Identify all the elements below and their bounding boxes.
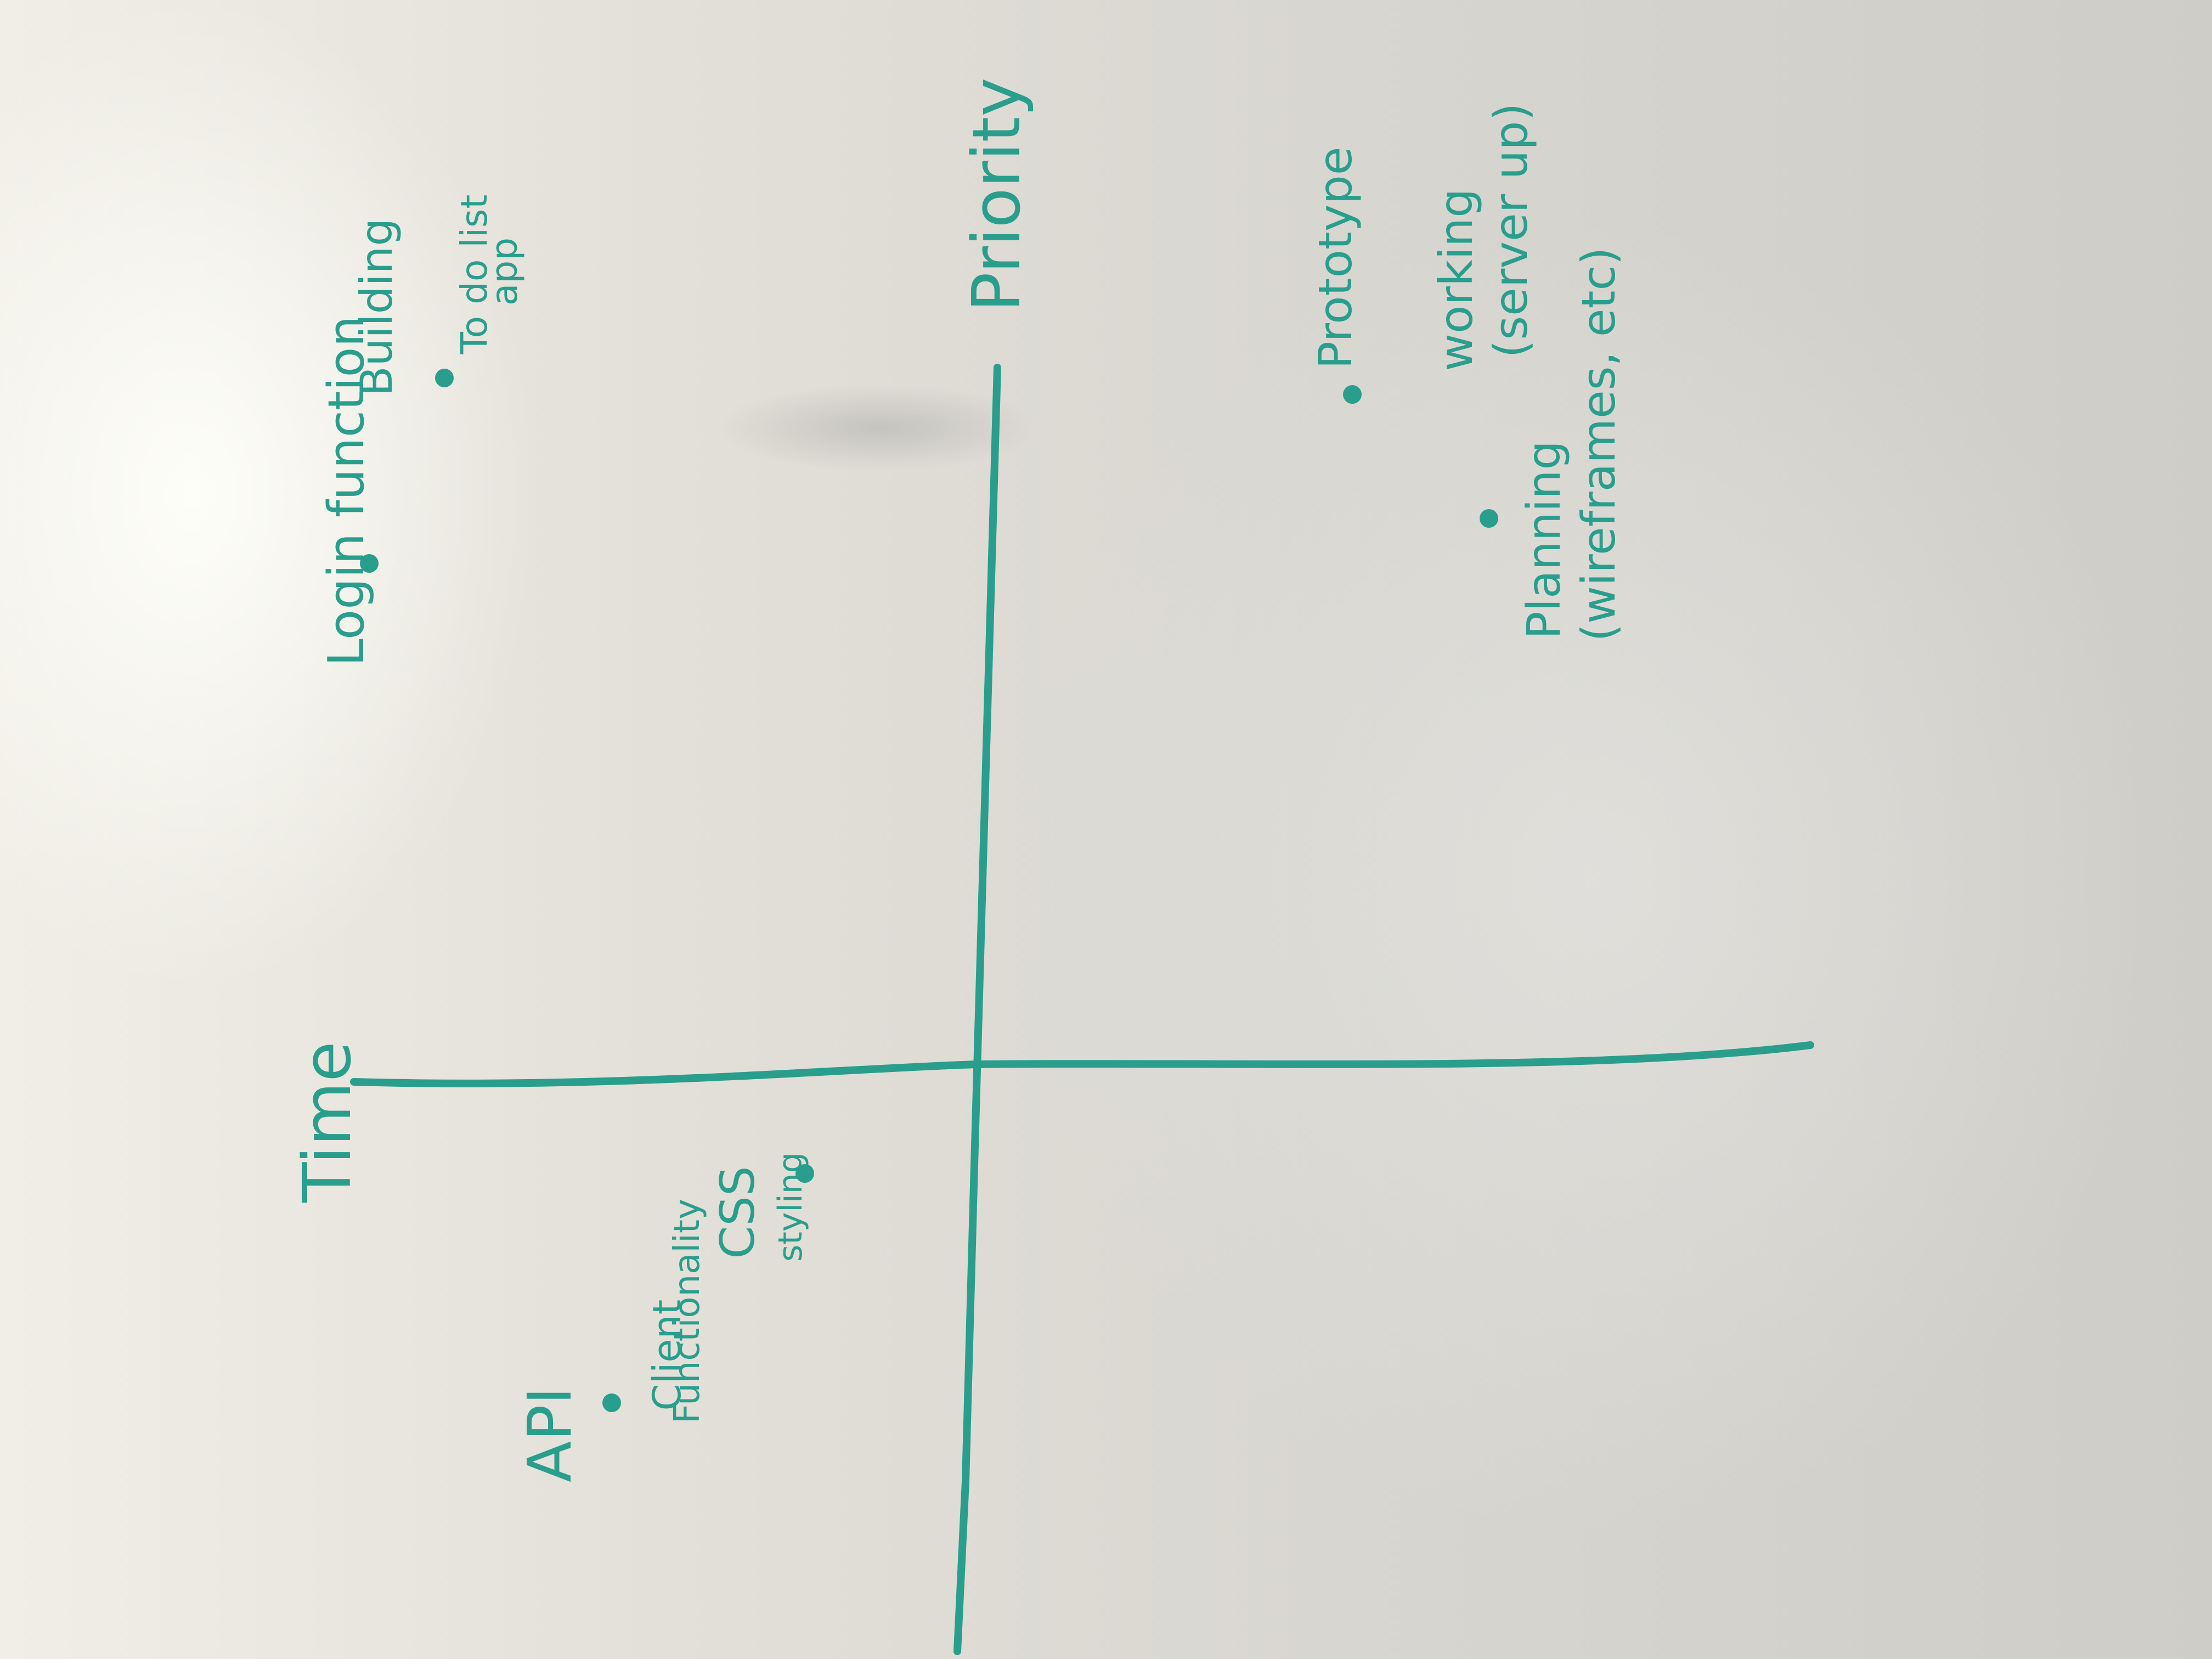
api-dot bbox=[602, 1393, 621, 1412]
vertical-axis-line bbox=[953, 364, 1001, 1655]
building-dot bbox=[435, 369, 454, 387]
css-note-line1: CSS bbox=[710, 1166, 765, 1259]
api-note: API bbox=[515, 1386, 585, 1483]
building-note-line1: Building bbox=[351, 218, 402, 397]
planning-dot bbox=[1480, 509, 1498, 528]
client-note-line2: Functionality bbox=[667, 1199, 708, 1424]
planning-note-line2: (wireframes, etc) bbox=[1572, 247, 1626, 642]
css-dot bbox=[795, 1164, 814, 1183]
prototype-note-line3: (server up) bbox=[1484, 103, 1538, 358]
login-function-dot bbox=[360, 554, 379, 573]
eraser-smudge bbox=[713, 384, 1042, 472]
priority-axis-label: Priority bbox=[959, 77, 1035, 312]
css-note-line2: styling bbox=[771, 1152, 810, 1262]
time-axis-label: Time bbox=[290, 1041, 366, 1203]
planning-note-line1: Planning bbox=[1517, 441, 1571, 639]
prototype-note-line2: working bbox=[1429, 188, 1483, 371]
building-note-line3: app bbox=[483, 237, 526, 306]
horizontal-axis-line bbox=[350, 1041, 1814, 1087]
prototype-dot bbox=[1343, 385, 1362, 404]
prototype-note-line1: Prototype bbox=[1308, 146, 1362, 369]
